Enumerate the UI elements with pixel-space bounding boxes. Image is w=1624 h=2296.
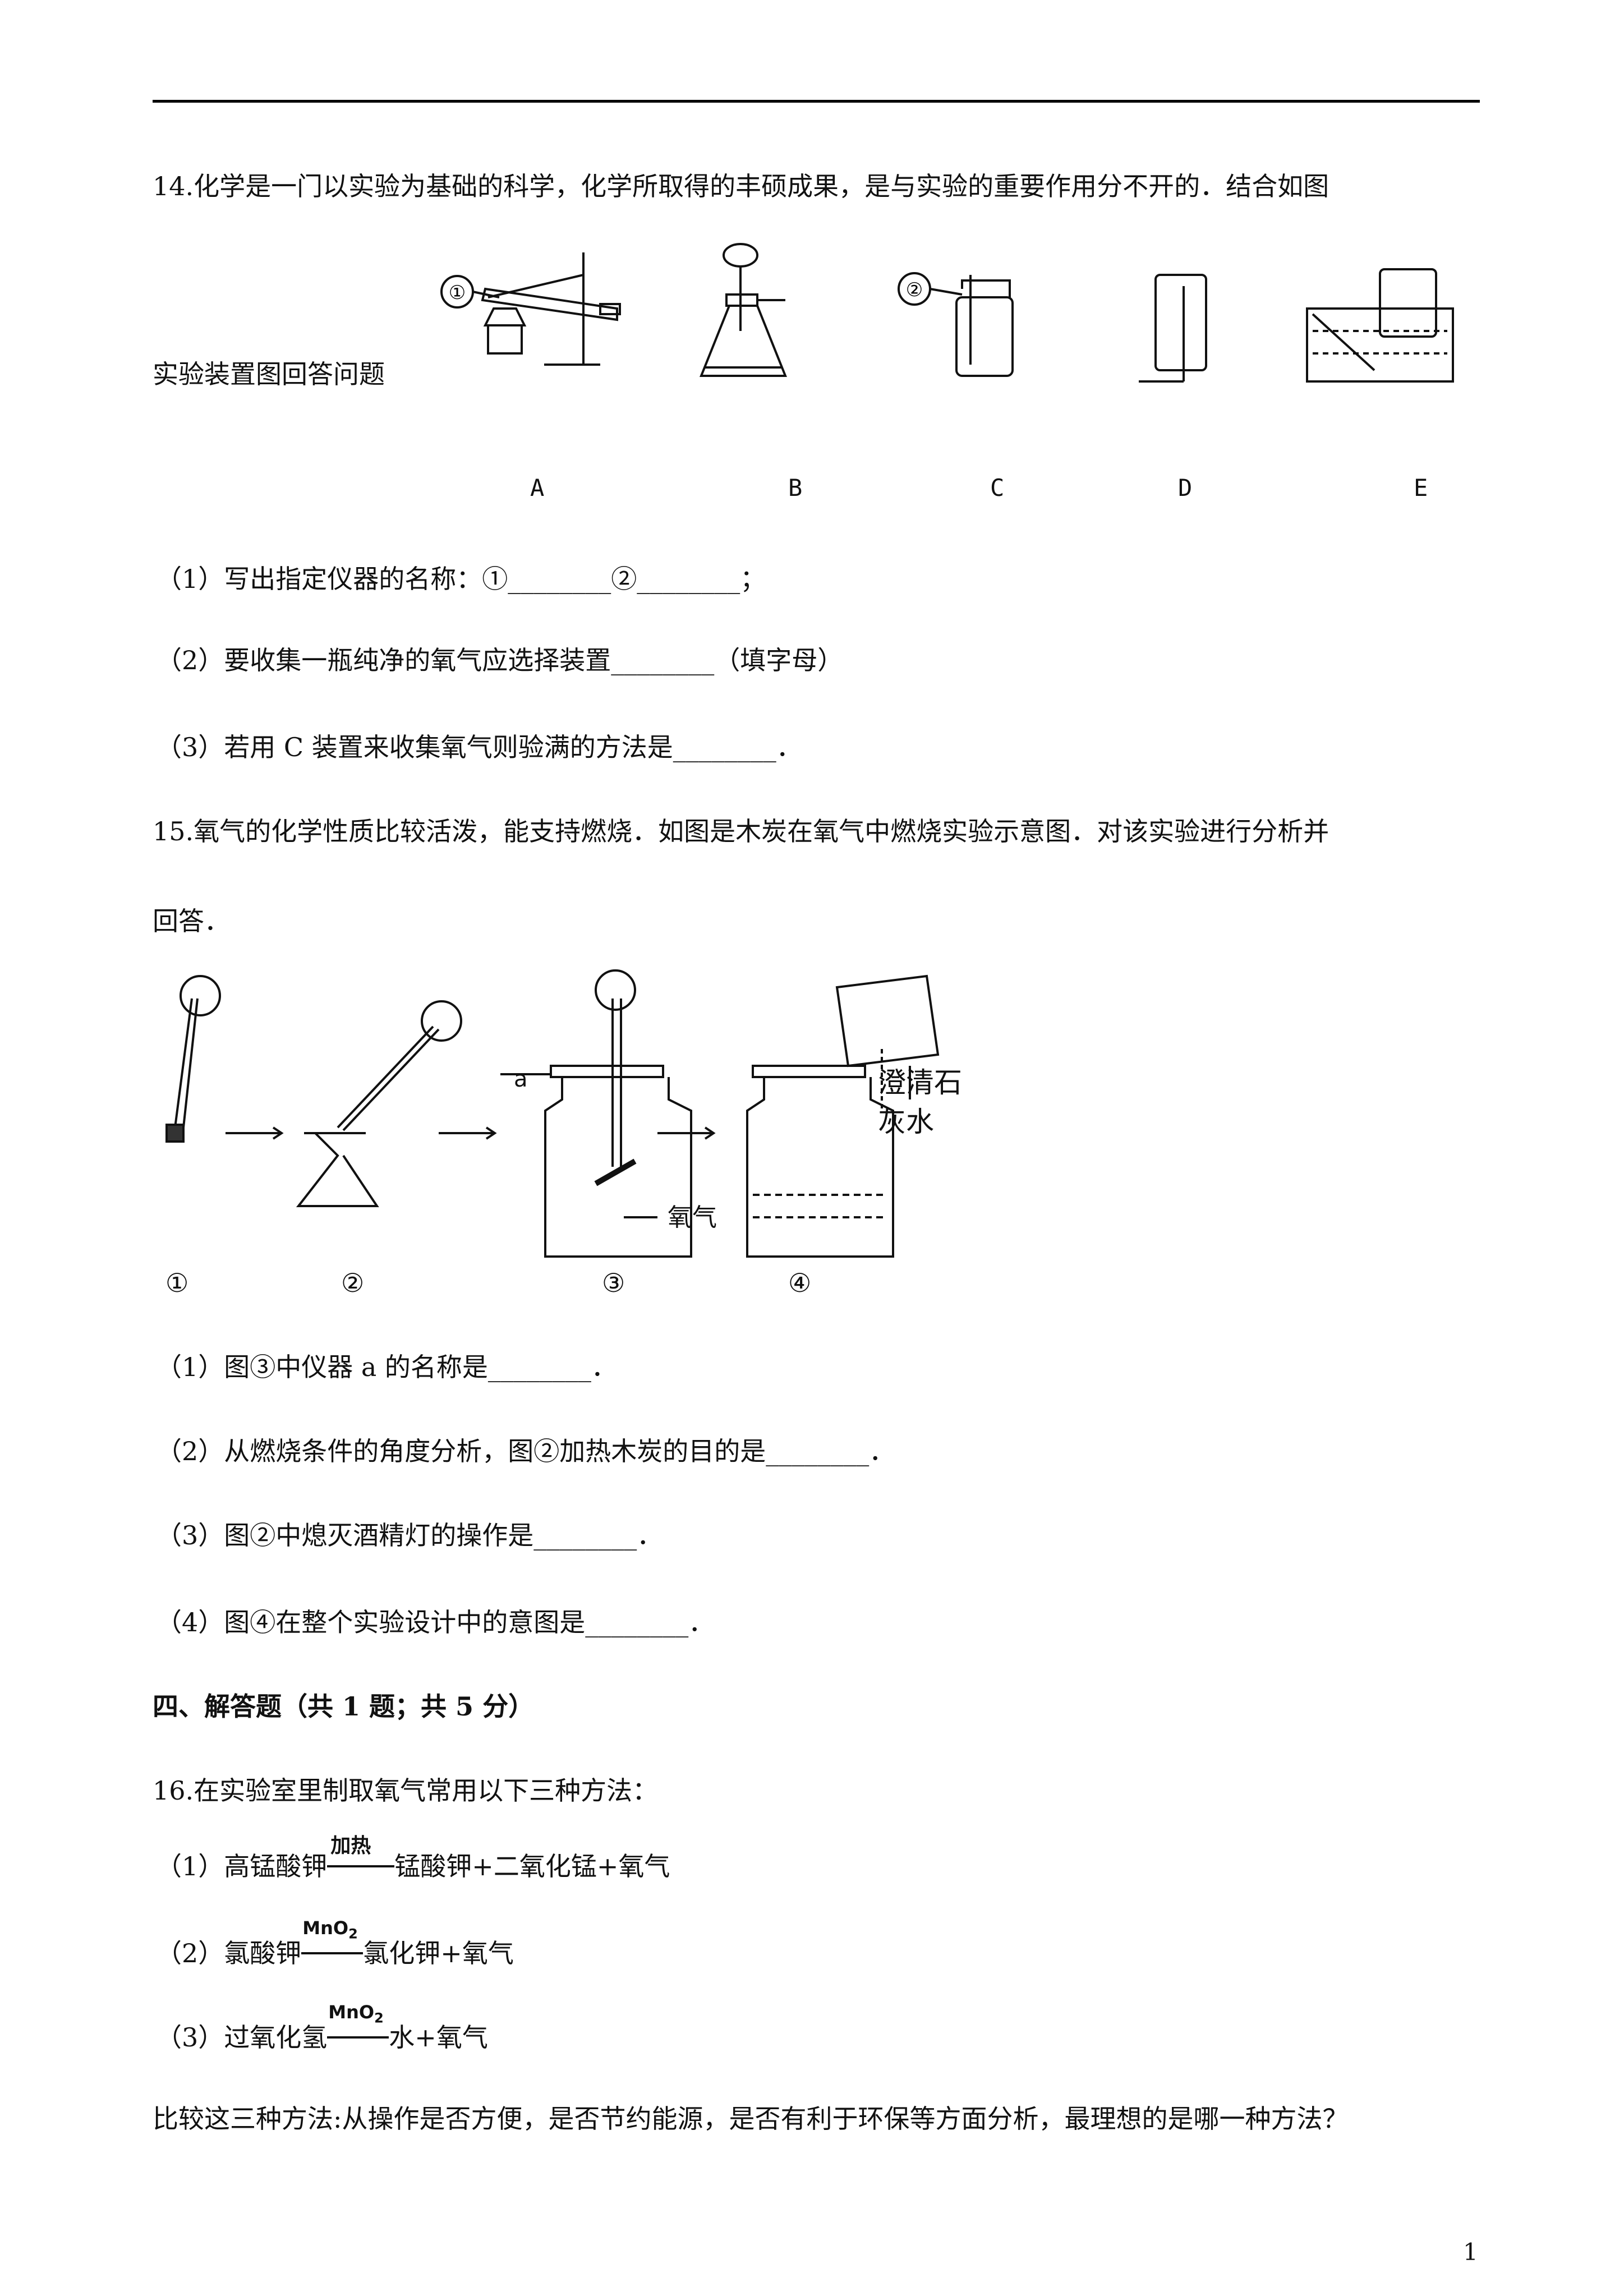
apparatus-letter-c: C	[990, 474, 1005, 501]
method-3-reactant: （3）过氧化氢	[156, 2022, 328, 2053]
step-label-1: ①	[165, 1268, 189, 1298]
apparatus-a	[440, 252, 621, 366]
q14-intro: 14.化学是一门以实验为基础的科学，化学所取得的丰硕成果，是与实验的重要作用分不…	[153, 171, 1329, 201]
apparatus-d	[1139, 274, 1207, 383]
apparatus-e	[1306, 268, 1454, 383]
q16-method-1: （1）高锰酸钾 加热 锰酸钾+二氧化锰+氧气	[156, 1834, 670, 1882]
method-2-arrow	[301, 1952, 364, 1954]
q14-label-2: ②	[906, 279, 923, 301]
method-1-condition: 加热	[330, 1834, 371, 1857]
method-2-catalyst: MnO2	[302, 1917, 358, 1942]
header-rule	[153, 100, 1480, 103]
method-1-products: 锰酸钾+二氧化锰+氧气	[394, 1851, 670, 1881]
section-4-heading: 四、解答题（共 1 题；共 5 分）	[153, 1691, 535, 1722]
apparatus-letter-a: A	[530, 474, 545, 501]
q14-apparatus-figure: ① ②	[440, 243, 1454, 383]
q14-sub-3: （3）若用 C 装置来收集氧气则验满的方法是________．	[156, 732, 802, 762]
apparatus-c	[898, 272, 1014, 377]
page-number: 1	[1463, 2238, 1478, 2266]
method-2-reactant: （2）氯酸钾	[156, 1938, 302, 1968]
q16-method-3: （3）过氧化氢 MnO2 水+氧气	[156, 2001, 488, 2053]
step-label-3: ③	[602, 1268, 625, 1298]
apparatus-b	[700, 243, 787, 377]
method-2-products: 氯化钾+氧气	[363, 1938, 514, 1968]
q15-intro: 15.氧气的化学性质比较活泼，能支持燃烧．如图是木炭在氧气中燃烧实验示意图．对该…	[153, 816, 1329, 846]
q14-sub-2: （2）要收集一瓶纯净的氧气应选择装置________（填字母）	[156, 645, 844, 675]
q15-charcoal-figure	[165, 969, 940, 1258]
q16-method-2: （2）氯酸钾 MnO2 氯化钾+氧气	[156, 1917, 514, 1969]
fig-label-limewater-1: 澄清石	[878, 1066, 962, 1099]
q16-question: 比较这三种方法:从操作是否方便，是否节约能源，是否有利于环保等方面分析，最理想的…	[153, 2104, 1349, 2134]
apparatus-letter-d: D	[1178, 474, 1193, 501]
q15-sub-3: （3）图②中熄灭酒精灯的操作是________．	[156, 1520, 663, 1550]
method-1-arrow	[327, 1865, 395, 1867]
q14-sub-1: （1）写出指定仪器的名称：①________②________；	[156, 564, 766, 594]
method-1-reactant: （1）高锰酸钾	[156, 1851, 328, 1881]
q15-sub-2: （2）从燃烧条件的角度分析，图②加热木炭的目的是________．	[156, 1436, 895, 1466]
method-3-arrow	[327, 2036, 389, 2039]
fig-label-oxygen: 氧气	[668, 1203, 717, 1232]
step-label-2: ②	[341, 1268, 365, 1298]
q14-intro-continued: 实验装置图回答问题	[153, 359, 385, 389]
apparatus-letter-e: E	[1414, 474, 1428, 501]
q15-sub-4: （4）图④在整个实验设计中的意图是________．	[156, 1607, 715, 1637]
q14-label-1: ①	[449, 282, 466, 304]
fig-label-a: a	[514, 1066, 528, 1092]
q16-intro: 16.在实验室里制取氧气常用以下三种方法：	[153, 1775, 659, 1806]
step-label-4: ④	[788, 1268, 812, 1298]
method-3-products: 水+氧气	[389, 2022, 488, 2053]
q15-intro-continued: 回答．	[153, 906, 230, 936]
fig-label-limewater-2: 灰水	[878, 1106, 934, 1138]
apparatus-letter-b: B	[788, 474, 803, 501]
q15-sub-1: （1）图③中仪器 a 的名称是________．	[156, 1352, 617, 1382]
method-3-catalyst: MnO2	[328, 2001, 384, 2026]
